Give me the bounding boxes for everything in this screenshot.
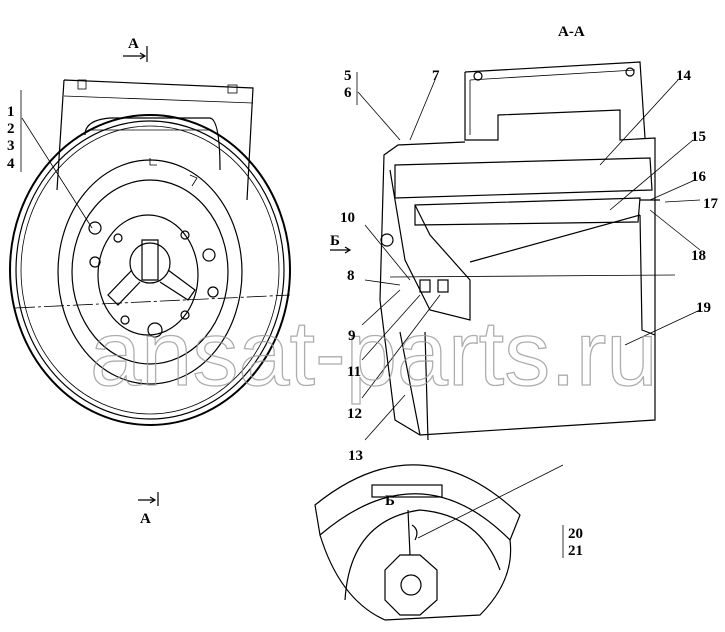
callout-17: 17	[703, 196, 719, 212]
callout-16: 16	[691, 169, 707, 185]
section-mark-bottom: A	[140, 511, 151, 527]
view-b	[314, 464, 521, 621]
callout-3: 3	[7, 138, 15, 154]
callout-1: 1	[7, 104, 15, 120]
front-view	[9, 79, 291, 426]
callout-15: 15	[691, 129, 706, 145]
callout-8: 8	[347, 268, 355, 284]
callout-6: 6	[344, 85, 352, 101]
callout-9: 9	[348, 328, 356, 344]
callout-5: 5	[344, 68, 352, 84]
callout-11: 11	[347, 364, 361, 380]
labels: A-A A A Б Б 1 2 3 4 5 6 7 8 9 10 11 12 1…	[7, 24, 719, 559]
callout-21: 21	[568, 543, 583, 559]
callout-20: 20	[568, 526, 583, 542]
section-title: A-A	[558, 24, 585, 40]
watermark: ansat-parts.ru	[90, 303, 658, 405]
callout-7: 7	[432, 68, 440, 84]
callout-18: 18	[691, 248, 706, 264]
leader-lines	[20, 46, 701, 558]
callout-10: 10	[340, 210, 355, 226]
callout-2: 2	[7, 121, 15, 137]
section-mark-top: A	[128, 36, 139, 52]
section-a-a-view	[379, 61, 676, 441]
callout-13: 13	[348, 448, 363, 464]
callout-4: 4	[7, 156, 15, 172]
callout-12: 12	[347, 406, 362, 422]
view-title: Б	[385, 493, 395, 509]
callout-14: 14	[676, 68, 692, 84]
view-arrow-label: Б	[330, 233, 340, 249]
callout-19: 19	[696, 300, 711, 316]
